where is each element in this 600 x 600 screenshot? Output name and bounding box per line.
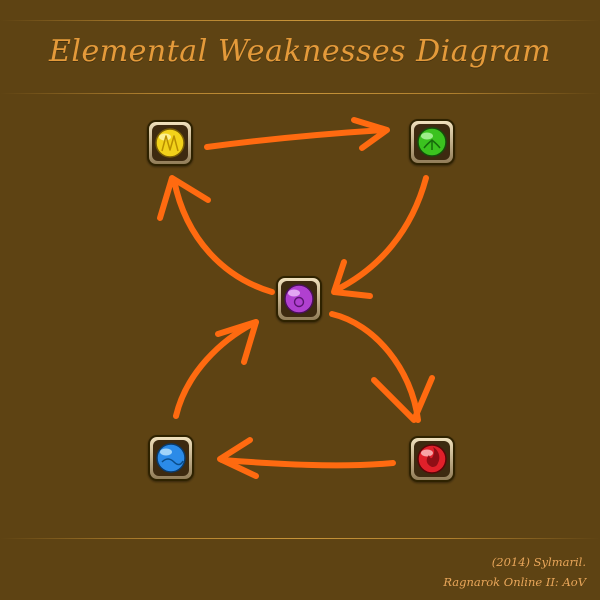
arrow-red-to-blue	[217, 437, 396, 479]
yellow-element-node	[147, 120, 193, 166]
arrow-green-to-purple	[331, 175, 429, 299]
yellow-element-orb-icon	[155, 128, 185, 158]
page-title: Elemental Weaknesses Diagram	[48, 34, 551, 69]
red-element-orb-icon	[417, 444, 447, 474]
credits-block: (2014) Sylmaril. Ragnarok Online II: AoV	[443, 552, 586, 592]
arrow-blue-to-purple	[173, 319, 259, 419]
blue-element-node	[148, 435, 194, 481]
title-divider	[0, 93, 600, 94]
arrow-yellow-to-green	[204, 117, 390, 151]
green-element-orb-icon	[417, 127, 447, 157]
credits-line-2: Ragnarok Online II: AoV	[443, 575, 586, 589]
credits-line-1: (2014) Sylmaril.	[491, 555, 586, 569]
red-element-node	[409, 436, 455, 482]
purple-element-orb-icon	[284, 284, 314, 314]
blue-element-orb-icon	[156, 443, 186, 473]
green-element-node	[409, 119, 455, 165]
arrows-layer	[157, 117, 435, 479]
arrow-purple-to-red	[329, 311, 435, 423]
top-divider	[0, 20, 600, 21]
purple-element-node	[276, 276, 322, 322]
arrow-purple-to-yellow	[157, 175, 275, 295]
bottom-divider	[0, 538, 600, 539]
